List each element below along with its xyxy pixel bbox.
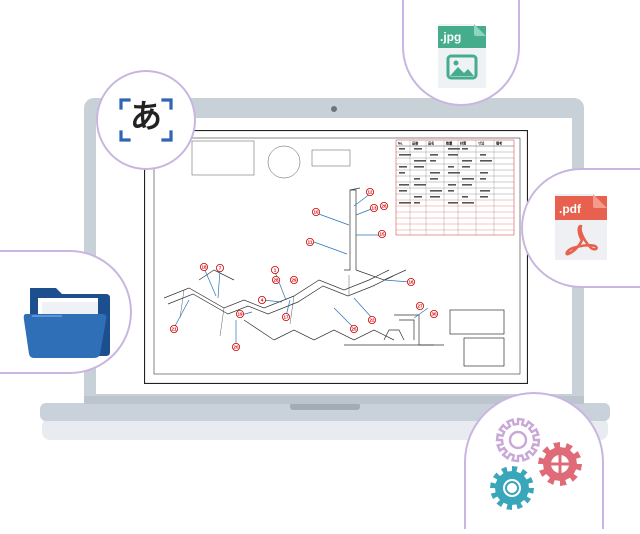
callout-marker bbox=[200, 262, 209, 271]
callout-marker bbox=[429, 309, 438, 318]
callout-marker bbox=[379, 202, 388, 211]
callout-marker bbox=[415, 301, 424, 310]
folder-bubble bbox=[0, 250, 132, 374]
callout-number: 29 bbox=[291, 278, 297, 283]
callout-number: 4 bbox=[261, 298, 264, 303]
callout-number: 16 bbox=[408, 280, 414, 285]
callout-number: 25 bbox=[351, 327, 357, 332]
callout-number: 27 bbox=[417, 304, 423, 309]
callout-marker bbox=[216, 263, 225, 272]
bom-header-cell: 品番 bbox=[412, 141, 419, 146]
callout-number: 17 bbox=[283, 315, 289, 320]
jpg-label: .jpg bbox=[440, 30, 462, 44]
gears-icon bbox=[490, 417, 582, 510]
callout-marker bbox=[349, 324, 358, 333]
folder-icon bbox=[23, 288, 110, 358]
callout-number: 28 bbox=[273, 278, 279, 283]
callout-number: 13 bbox=[371, 206, 377, 211]
piping-isometric-drawing: No. 品番 品名 数量 材質 寸法 備考 bbox=[143, 129, 529, 385]
callout-markers: 1 4 7 10 11 12 13 15 16 17 18 19 20 21 22 25 26 27 28 29 30 bbox=[169, 188, 438, 351]
callout-marker bbox=[271, 275, 280, 284]
gear-hole bbox=[508, 430, 528, 450]
callout-number: 1 bbox=[274, 268, 277, 273]
callout-marker bbox=[365, 188, 374, 197]
pdf-file-icon bbox=[555, 194, 607, 260]
callout-marker bbox=[305, 238, 314, 247]
bom-header-cell: 数量 bbox=[445, 141, 453, 146]
callout-number: 7 bbox=[219, 266, 222, 271]
callout-marker bbox=[369, 204, 378, 213]
callout-marker bbox=[232, 342, 241, 351]
bom-header-cell: 備考 bbox=[496, 141, 503, 146]
callout-number: 30 bbox=[431, 312, 437, 317]
pdf-label: .pdf bbox=[559, 202, 581, 216]
callout-number: 22 bbox=[369, 318, 375, 323]
jpg-file-icon bbox=[438, 24, 486, 88]
ocr-glyph: あ bbox=[129, 97, 162, 135]
gear-outline-shape bbox=[495, 417, 541, 463]
callout-number: 12 bbox=[367, 190, 373, 195]
callout-number: 20 bbox=[233, 345, 239, 350]
dimension-lines bbox=[179, 275, 350, 337]
callout-marker bbox=[377, 230, 386, 239]
gears-bubble bbox=[464, 392, 604, 529]
callout-marker bbox=[311, 208, 320, 217]
callout-number: 26 bbox=[381, 204, 387, 209]
callout-number: 10 bbox=[313, 210, 319, 215]
bom-header-cell: 材質 bbox=[460, 141, 467, 146]
callout-number: 21 bbox=[171, 327, 177, 332]
callout-marker bbox=[271, 265, 280, 274]
callout-number: 18 bbox=[201, 265, 207, 270]
bom-header-cell: 品名 bbox=[428, 141, 434, 146]
callout-marker bbox=[406, 277, 415, 286]
callout-marker bbox=[169, 324, 178, 333]
gear-shape bbox=[538, 442, 582, 486]
callout-number: 15 bbox=[379, 232, 385, 237]
piping-lines bbox=[163, 187, 505, 367]
callout-number: 11 bbox=[308, 240, 313, 245]
callout-marker bbox=[367, 315, 376, 324]
gear-shape bbox=[490, 466, 534, 510]
bill-of-materials-table: No. 品番 品名 数量 材質 寸法 備考 bbox=[395, 139, 515, 236]
callout-marker bbox=[281, 312, 290, 321]
scan-corners-icon bbox=[119, 98, 173, 142]
callout-marker bbox=[289, 275, 298, 284]
callout-marker bbox=[236, 309, 245, 318]
callout-marker bbox=[258, 295, 267, 304]
bom-header-cell: No. bbox=[398, 142, 403, 146]
bom-header-cell: 寸法 bbox=[478, 141, 485, 146]
ocr-bubble: あ bbox=[96, 70, 196, 170]
callout-number: 19 bbox=[237, 312, 243, 317]
pdf-bubble: .pdf bbox=[521, 168, 640, 288]
jpg-bubble: .jpg bbox=[402, 0, 520, 106]
cad-drawing-sheet: No. 品番 品名 数量 材質 寸法 備考 bbox=[143, 129, 529, 385]
